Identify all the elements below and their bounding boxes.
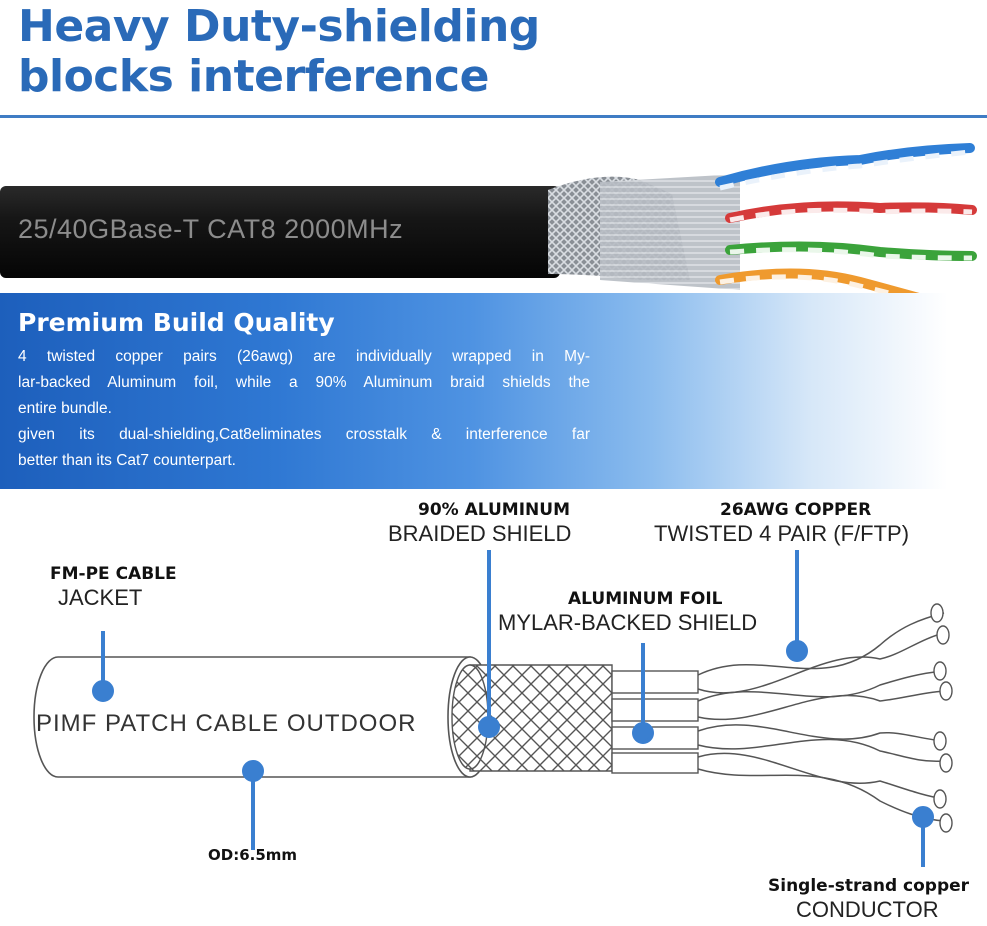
label-foil-sub: MYLAR-BACKED SHIELD (498, 610, 758, 635)
diagram-braid (451, 664, 613, 772)
twisted-wire-red (725, 201, 977, 223)
headline-line-2: blocks interference (18, 51, 489, 102)
label-foil-title: ALUMINUM FOIL (568, 589, 723, 609)
label-conductor-title: Single-strand copper (768, 876, 970, 896)
cable-jacket (0, 186, 560, 278)
twisted-wire-green (725, 241, 977, 261)
cable-print-text: 25/40GBase-T CAT8 2000MHz (18, 214, 404, 244)
quality-line-2: lar-backed Aluminum foil, while a 90% Al… (18, 374, 590, 391)
jacket-print-text: PIMF PATCH CABLE OUTDOOR (36, 710, 417, 737)
label-braid: 90% ALUMINUM (418, 500, 570, 520)
quality-line-3: entire bundle. (18, 400, 112, 417)
label-foil: ALUMINUM FOIL (568, 589, 723, 609)
twisted-wire-blue (715, 143, 975, 191)
diagram-foil (611, 670, 699, 774)
label-conductor: Single-strand copper (768, 876, 969, 896)
label-od: OD:6.5mm (208, 846, 298, 864)
diagram-twisted-pairs (697, 612, 945, 822)
quality-line-4: given its dual-shielding,Cat8eliminates … (18, 426, 590, 443)
headline-divider (0, 115, 987, 118)
quality-panel (0, 293, 987, 489)
label-jacket: FM-PE CABLE (50, 564, 177, 584)
label-conductor-sub: CONDUCTOR (796, 897, 939, 922)
diagram-wire-ends (930, 603, 953, 833)
label-braid-title: 90% ALUMINUM (418, 500, 570, 520)
label-jacket-title: FM-PE CABLE (50, 564, 177, 584)
cable-structure-diagram (33, 550, 953, 867)
label-jacket-sub: JACKET (58, 585, 143, 610)
label-copper-sub: TWISTED 4 PAIR (F/FTP) (654, 521, 910, 546)
headline-line-1: Heavy Duty-shielding (18, 1, 540, 52)
quality-line-5: better than its Cat7 counterpart. (18, 452, 236, 469)
label-braid-sub: BRAIDED SHIELD (388, 521, 572, 546)
quality-line-1: 4 twisted copper pairs (26awg) are indiv… (18, 348, 590, 365)
callout-markers (92, 550, 934, 867)
quality-heading: Premium Build Quality (18, 308, 335, 337)
label-copper: 26AWG COPPER (720, 500, 871, 520)
headline: Heavy Duty-shielding blocks interference (18, 2, 638, 102)
quality-description: 4 twisted copper pairs (26awg) are indiv… (18, 344, 590, 474)
foil-wraps (600, 174, 740, 290)
label-copper-title: 26AWG COPPER (720, 500, 872, 520)
